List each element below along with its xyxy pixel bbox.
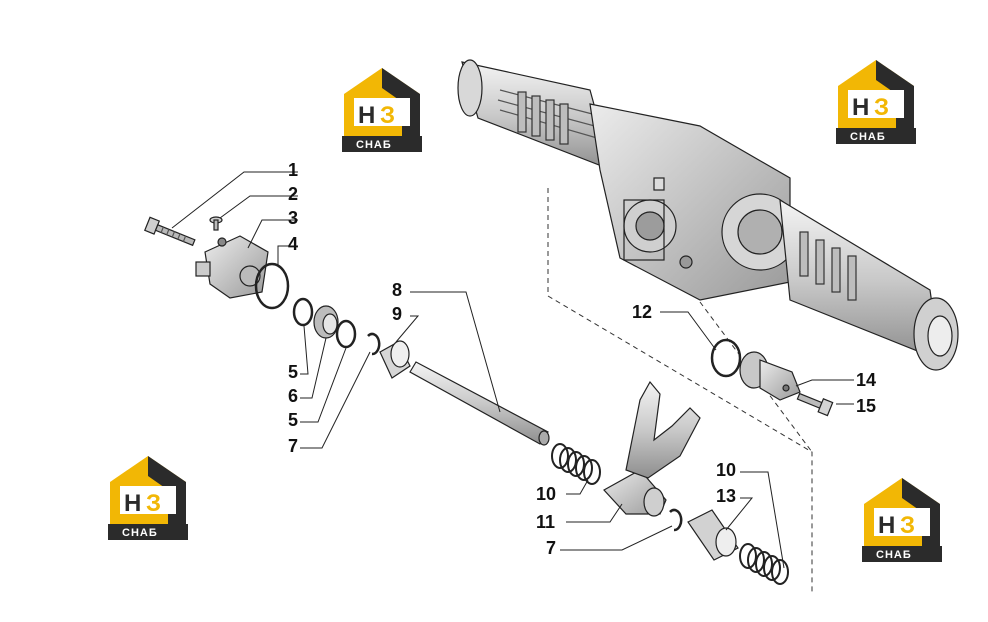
watermark-logo-top-right: Н З СНАБ: [836, 60, 916, 144]
callout-1: 1: [288, 160, 298, 180]
svg-text:СНАБ: СНАБ: [850, 131, 886, 143]
part-shift-fork: [603, 380, 701, 517]
part-bolt-15: [796, 392, 834, 417]
callout-10b: 10: [716, 460, 736, 480]
svg-text:Н: Н: [852, 94, 869, 121]
part-o-ring-large: [254, 262, 290, 310]
callout-15: 15: [856, 396, 876, 416]
svg-text:Н: Н: [358, 102, 375, 129]
part-sleeve: [379, 340, 411, 379]
part-cover-plug: [739, 351, 801, 401]
axle-housing-illustration: [457, 59, 959, 371]
leader-lines: [171, 171, 854, 569]
callout-2: 2: [288, 184, 298, 204]
part-spring-a: [551, 443, 601, 485]
callout-3: 3: [288, 208, 298, 228]
callout-9: 9: [392, 304, 402, 324]
svg-text:З: З: [146, 490, 161, 517]
part-bolt: [143, 216, 196, 247]
part-ring-b: [335, 319, 357, 349]
callout-5a: 5: [288, 362, 298, 382]
callout-6: 6: [288, 386, 298, 406]
svg-text:Н: Н: [878, 512, 895, 539]
reference-dashed-outline: [547, 188, 813, 592]
parts-illustration: [143, 216, 834, 585]
callout-8: 8: [392, 280, 402, 300]
svg-text:З: З: [900, 512, 915, 539]
callout-11: 11: [536, 512, 555, 532]
svg-text:З: З: [380, 102, 395, 129]
svg-text:СНАБ: СНАБ: [356, 139, 392, 151]
svg-text:Н: Н: [124, 490, 141, 517]
part-sleeve-b: [687, 509, 739, 561]
part-shaft: [409, 361, 550, 446]
callout-14: 14: [856, 370, 876, 390]
svg-text:СНАБ: СНАБ: [122, 527, 158, 539]
watermark-logo-bottom-left: Н З СНАБ: [108, 456, 188, 540]
part-ring-a: [292, 297, 314, 327]
svg-text:З: З: [874, 94, 889, 121]
callout-7a: 7: [288, 436, 298, 456]
callout-7b: 7: [546, 538, 556, 558]
callout-13: 13: [716, 486, 736, 506]
watermark-logo-top-left: Н З СНАБ: [342, 68, 422, 152]
part-o-ring-12: [710, 338, 742, 378]
callout-12: 12: [632, 302, 652, 322]
part-selector-body: [195, 235, 269, 299]
callout-labels: 1 2 3 4 5 6 5 7 8 9 10 11 7 10 13 12 14 …: [288, 160, 876, 558]
part-circlip-b: [669, 508, 683, 532]
part-spring-b: [739, 543, 789, 585]
callout-5b: 5: [288, 410, 298, 430]
part-threaded-bushing: [313, 305, 339, 339]
part-circlip-a: [367, 332, 381, 356]
callout-10a: 10: [536, 484, 556, 504]
watermark-logo-bottom-right: Н З СНАБ: [862, 478, 942, 562]
svg-text:СНАБ: СНАБ: [876, 549, 912, 561]
part-small-screw: [209, 216, 223, 231]
callout-4: 4: [288, 234, 298, 254]
